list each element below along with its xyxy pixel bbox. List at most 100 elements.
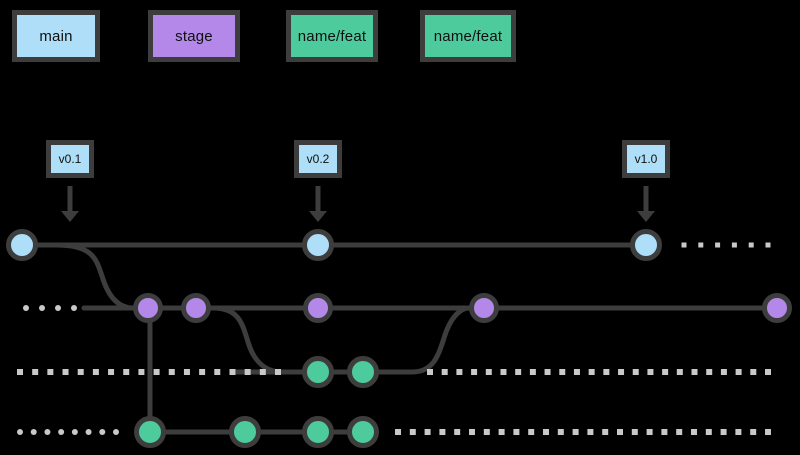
dot-feature-upper-left — [153, 369, 160, 375]
dot-feature-lower-right — [602, 429, 609, 435]
tag-arrows-group — [61, 186, 655, 222]
dot-feature-upper-left — [244, 369, 251, 375]
dot-feature-lower-right — [409, 429, 416, 435]
dot-feature-upper-right — [647, 369, 654, 375]
dot-feature-lower-right — [543, 429, 549, 435]
dot-feature-lower-right — [617, 429, 623, 435]
dot-feature-upper-left — [259, 369, 266, 375]
dot-feature-lower-right — [424, 429, 431, 435]
legend-item-0[interactable]: main — [12, 10, 100, 62]
dot-feature-lower-right — [750, 429, 757, 435]
dot-stage-left-dots — [55, 305, 61, 311]
dot-feature-upper-right — [735, 369, 742, 375]
dot-feature-upper-right — [765, 369, 771, 375]
version-tag-label: v0.1 — [58, 152, 82, 166]
commit-node-stage-2[interactable] — [181, 293, 211, 323]
dot-stage-left-dots — [39, 305, 45, 311]
dot-feature-lower-right — [735, 429, 742, 435]
commit-node-featl-2[interactable] — [229, 416, 261, 448]
dot-feature-lower-left — [17, 429, 23, 435]
dot-main-right-dots — [731, 242, 737, 248]
dot-feature-upper-left — [168, 369, 175, 375]
dot-feature-lower-right — [439, 429, 446, 435]
dot-feature-lower-left — [58, 429, 65, 435]
dot-stage-left-dots — [71, 305, 77, 311]
dot-feature-lower-right — [631, 429, 638, 435]
edge-merge-feat-to-stage — [376, 305, 472, 375]
dot-feature-lower-right — [587, 429, 594, 435]
legend-item-3[interactable]: name/feat — [420, 10, 516, 62]
dot-feature-lower-right — [513, 429, 520, 435]
dot-feature-upper-left — [123, 369, 130, 375]
dot-feature-upper-left — [77, 369, 84, 375]
version-tag-0[interactable]: v0.1 — [46, 140, 94, 178]
commit-node-featu-1[interactable] — [302, 356, 334, 388]
dot-feature-upper-right — [632, 369, 639, 375]
dot-main-right-dots — [681, 242, 687, 248]
commit-node-main-1[interactable] — [6, 229, 38, 261]
dot-feature-upper-right — [515, 369, 522, 375]
dot-feature-upper-left — [275, 369, 281, 375]
dot-feature-upper-left — [138, 369, 145, 375]
arrow-head-v1.0 — [637, 211, 655, 222]
dot-feature-lower-left — [30, 429, 37, 435]
commit-node-stage-4[interactable] — [469, 293, 499, 323]
dot-feature-upper-left — [108, 369, 115, 375]
dot-feature-upper-right — [720, 369, 727, 375]
dot-feature-upper-right — [750, 369, 757, 375]
legend-item-2[interactable]: name/feat — [286, 10, 378, 62]
dot-feature-upper-left — [32, 369, 39, 375]
dot-feature-upper-left — [199, 369, 206, 375]
dot-feature-upper-left — [214, 369, 221, 375]
dot-feature-lower-right — [765, 429, 771, 435]
dot-feature-lower-right — [395, 429, 401, 435]
dot-feature-lower-right — [557, 429, 564, 435]
commit-node-main-3[interactable] — [630, 229, 662, 261]
dot-feature-upper-left — [17, 369, 23, 375]
dot-feature-lower-left — [44, 429, 51, 435]
dot-feature-lower-right — [528, 429, 535, 435]
dot-feature-upper-right — [588, 369, 595, 375]
legend-item-label: name/feat — [433, 27, 503, 45]
commit-node-stage-1[interactable] — [133, 293, 163, 323]
version-tag-1[interactable]: v0.2 — [294, 140, 342, 178]
commit-node-featl-3[interactable] — [302, 416, 334, 448]
version-tag-2[interactable]: v1.0 — [622, 140, 670, 178]
dot-feature-upper-right — [706, 369, 713, 375]
commit-node-main-2[interactable] — [302, 229, 334, 261]
legend-item-1[interactable]: stage — [148, 10, 240, 62]
version-tag-label: v0.2 — [306, 152, 330, 166]
dot-feature-lower-right — [661, 429, 668, 435]
dot-feature-upper-right — [662, 369, 669, 375]
dot-main-right-dots — [698, 242, 704, 248]
dot-feature-upper-right — [603, 369, 610, 375]
commit-nodes-group — [6, 229, 792, 448]
dot-feature-upper-left — [62, 369, 69, 375]
dotted-runs-group — [17, 242, 771, 435]
dot-feature-upper-right — [456, 369, 463, 375]
version-tag-label: v1.0 — [634, 152, 658, 166]
dot-feature-lower-right — [483, 429, 490, 435]
dot-feature-upper-right — [485, 369, 492, 375]
commit-node-stage-3[interactable] — [303, 293, 333, 323]
dot-feature-upper-left — [92, 369, 99, 375]
dot-feature-lower-right — [705, 429, 712, 435]
legend-item-label: stage — [175, 27, 213, 45]
commit-node-featu-2[interactable] — [347, 356, 379, 388]
dot-feature-upper-right — [676, 369, 683, 375]
dot-feature-lower-right — [720, 429, 727, 435]
dot-main-right-dots — [748, 242, 754, 248]
commit-node-featl-1[interactable] — [134, 416, 166, 448]
dot-feature-lower-left — [113, 429, 119, 435]
edge-branch-stage-to-feat — [210, 305, 285, 375]
dot-feature-upper-right — [427, 369, 433, 375]
arrow-head-v0.2 — [309, 211, 327, 222]
commit-node-stage-5[interactable] — [762, 293, 792, 323]
commit-node-featl-4[interactable] — [347, 416, 379, 448]
dot-main-right-dots — [765, 242, 771, 248]
dot-feature-lower-right — [691, 429, 697, 435]
dot-feature-upper-left — [47, 369, 54, 375]
dot-feature-upper-right — [544, 369, 551, 375]
